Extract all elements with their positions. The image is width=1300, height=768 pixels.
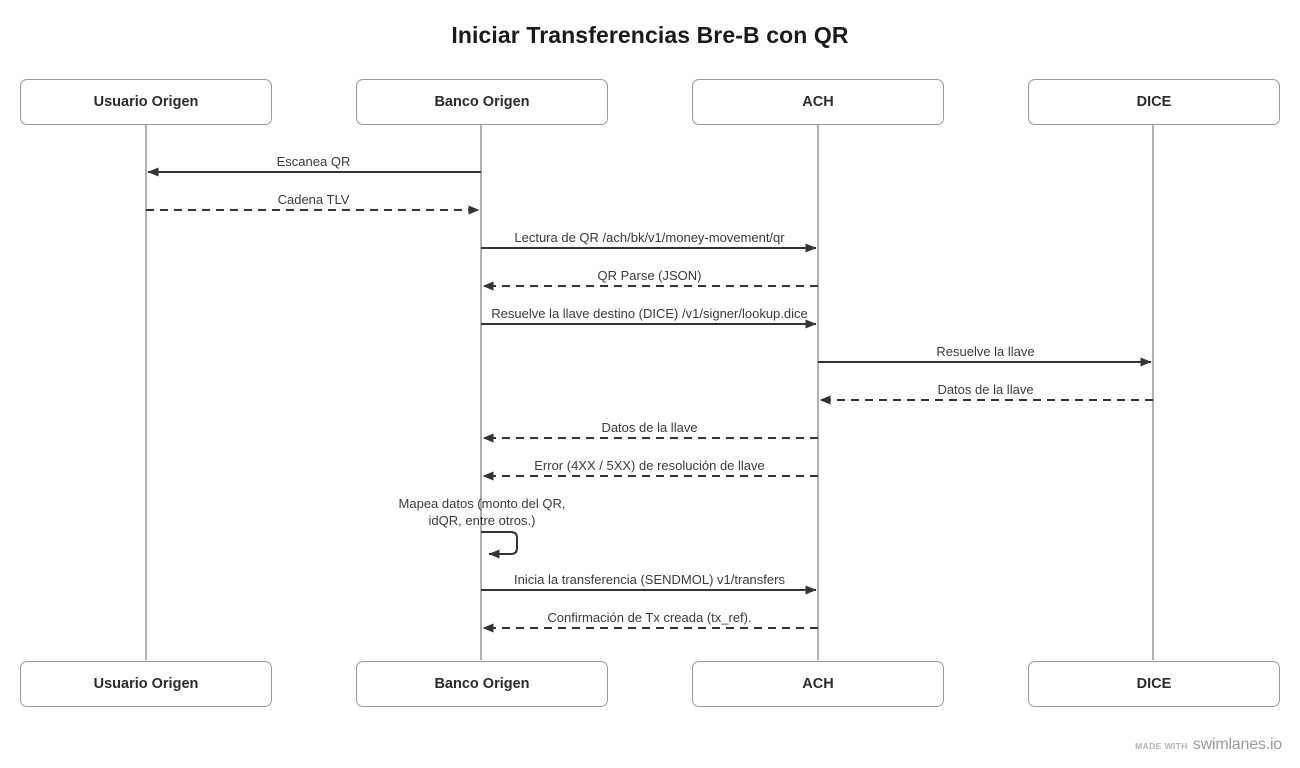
message-label-mapea-datos: Mapea datos (monto del QR, idQR, entre o…	[389, 495, 575, 529]
message-label-resuelve-llave-destino: Resuelve la llave destino (DICE) /v1/sig…	[491, 306, 808, 321]
footer-brand-label: swimlanes.io	[1192, 736, 1282, 753]
message-label-cadena-tlv: Cadena TLV	[277, 192, 350, 207]
message-label-lectura-de-qr: Lectura de QR /ach/bk/v1/money-movement/…	[514, 230, 785, 245]
participant-footer-ach[interactable]: ACH	[692, 661, 944, 707]
message-label-inicia-la-transferencia: Inicia la transferencia (SENDMOL) v1/tra…	[514, 572, 785, 587]
lifeline-banco-origen	[480, 124, 483, 660]
participant-footer-dice[interactable]: DICE	[1028, 661, 1280, 707]
message-label-resuelve-la-llave: Resuelve la llave	[936, 344, 1035, 359]
lifeline-ach	[817, 124, 820, 660]
footer-credit[interactable]: MADE WITH swimlanes.io	[1135, 736, 1282, 754]
participant-label: Usuario Origen	[93, 94, 199, 110]
participant-label: DICE	[1136, 676, 1172, 692]
message-label-confirmacion-tx-creada: Confirmación de Tx creada (tx_ref).	[547, 610, 752, 625]
footer-made-with-label: MADE WITH	[1135, 741, 1188, 751]
participant-label: Banco Origen	[434, 676, 530, 692]
participant-header-ach[interactable]: ACH	[692, 79, 944, 125]
participant-label: ACH	[802, 94, 834, 110]
message-label-error-resolucion-llave: Error (4XX / 5XX) de resolución de llave	[534, 458, 765, 473]
participant-header-dice[interactable]: DICE	[1028, 79, 1280, 125]
participant-label: Usuario Origen	[93, 676, 199, 692]
participant-header-banco-origen[interactable]: Banco Origen	[356, 79, 608, 125]
participant-label: Banco Origen	[434, 94, 530, 110]
arrow-mapea-datos-self-loop	[481, 531, 518, 559]
participant-header-usuario-origen[interactable]: Usuario Origen	[20, 79, 272, 125]
message-label-escanea-qr: Escanea QR	[276, 154, 351, 169]
participant-footer-usuario-origen[interactable]: Usuario Origen	[20, 661, 272, 707]
page-title: Iniciar Transferencias Bre-B con QR	[451, 22, 849, 48]
lifeline-dice	[1152, 124, 1155, 660]
message-label-datos-de-la-llave-banco: Datos de la llave	[601, 420, 698, 435]
message-label-datos-de-la-llave-dice: Datos de la llave	[937, 382, 1034, 397]
participant-label: ACH	[802, 676, 834, 692]
participant-label: DICE	[1136, 94, 1172, 110]
participant-footer-banco-origen[interactable]: Banco Origen	[356, 661, 608, 707]
mapea-datos-line-1: Mapea datos (monto del QR,	[398, 496, 566, 511]
mapea-datos-line-2: idQR, entre otros.)	[428, 513, 536, 528]
message-label-qr-parse-json: QR Parse (JSON)	[597, 268, 702, 283]
lifeline-usuario-origen	[145, 124, 148, 660]
